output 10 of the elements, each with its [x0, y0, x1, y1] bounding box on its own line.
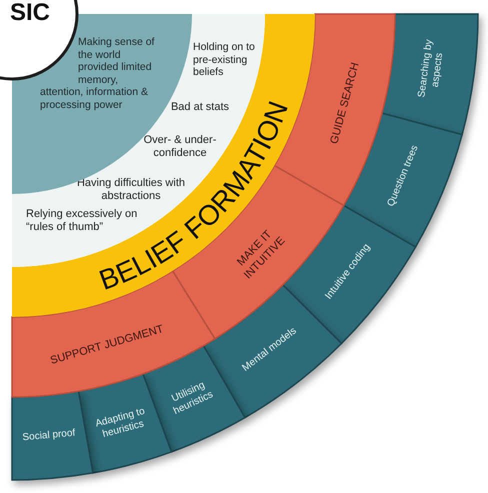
- segment-label: Searching by aspects: [416, 38, 446, 100]
- segment-label: GUIDE SEARCH: [328, 61, 362, 146]
- bias-text: Holding on to pre-existing beliefs: [193, 41, 256, 79]
- technique-segment: [11, 390, 94, 481]
- ring-text: Making sense of the world provided limited memory, attention, information & processing power: [40, 36, 154, 111]
- technique-segment: [78, 373, 172, 474]
- technique-segment: [381, 13, 479, 136]
- center-label: SIC: [10, 0, 50, 26]
- segment-label: Adapting to heuristics: [93, 404, 147, 442]
- segment-label: Social proof: [22, 428, 76, 445]
